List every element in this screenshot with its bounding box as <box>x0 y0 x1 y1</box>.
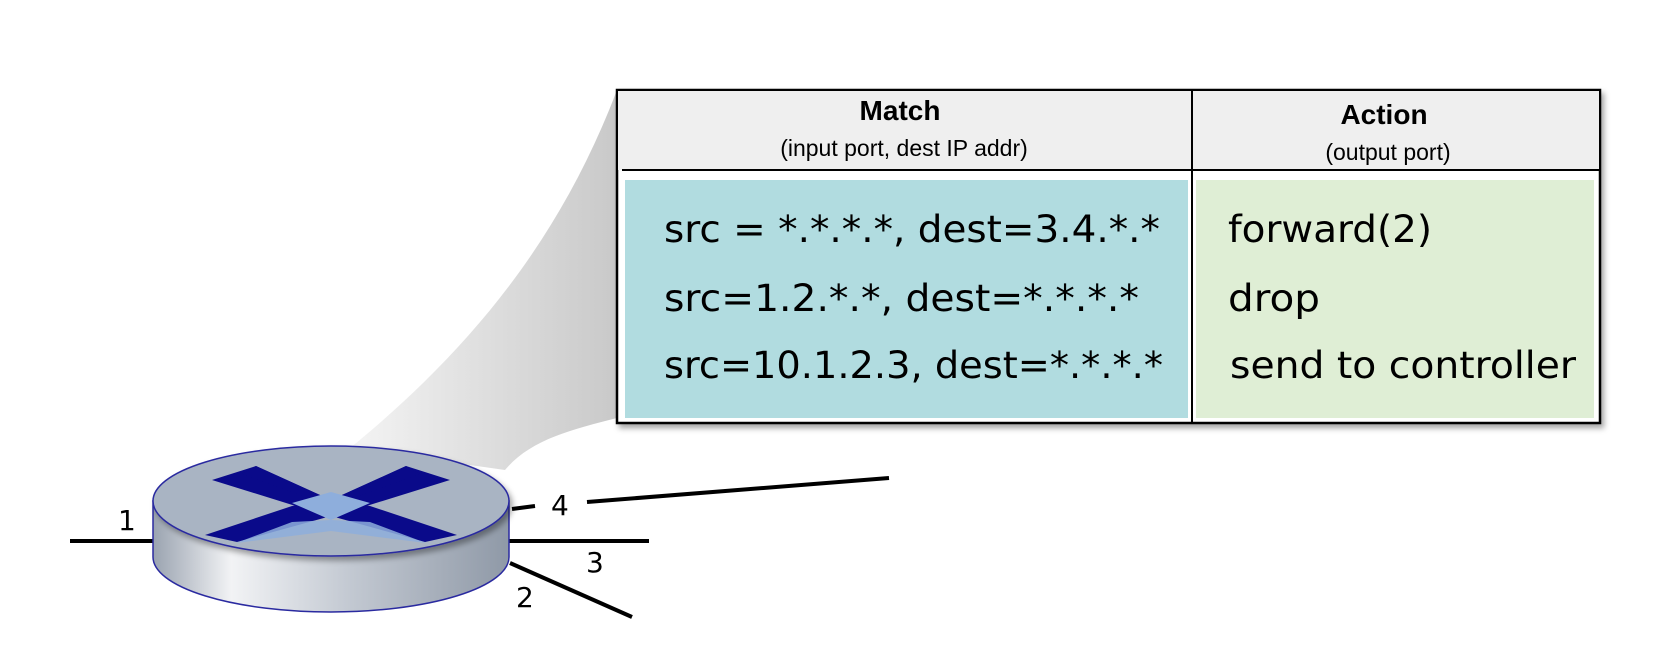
router-x-icon <box>152 445 510 613</box>
router-x-symbol <box>205 466 457 543</box>
port-label-2: 2 <box>516 581 534 614</box>
action-header-subtitle: (output port) <box>1325 139 1450 165</box>
rule-3-match: src=10.1.2.3, dest=*.*.*.* <box>664 344 1163 387</box>
link-port-2 <box>509 561 633 619</box>
action-cell-bg <box>1196 180 1594 418</box>
port-label-3: 3 <box>586 546 604 579</box>
rule-1-action: forward(2) <box>1228 208 1432 251</box>
rule-2-match: src=1.2.*.*, dest=*.*.*.* <box>664 277 1139 320</box>
header-row <box>618 91 1599 170</box>
match-header-subtitle: (input port, dest IP addr) <box>780 135 1028 161</box>
rule-2-action: drop <box>1228 277 1320 320</box>
port-label-1: 1 <box>118 504 136 537</box>
action-header-title: Action <box>1340 99 1427 130</box>
port-links <box>70 476 890 619</box>
link-port-4-a <box>511 504 536 511</box>
link-port-4-b <box>586 476 890 504</box>
zoom-callout <box>350 90 617 470</box>
port-label-4: 4 <box>551 489 569 522</box>
flow-table: Match (input port, dest IP addr) Action … <box>615 88 1602 425</box>
rule-1-match: src = *.*.*.*, dest=3.4.*.* <box>664 208 1160 251</box>
rule-3-action: send to controller <box>1230 344 1577 387</box>
match-header-title: Match <box>860 95 941 126</box>
match-cell-bg <box>625 180 1188 418</box>
